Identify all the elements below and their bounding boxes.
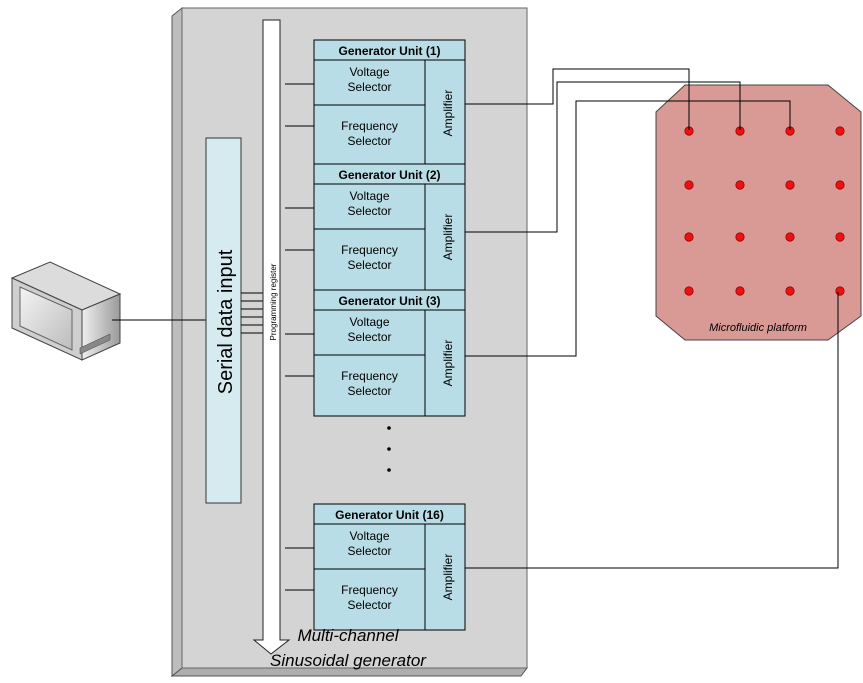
serial-data-input-block: Serial data input (205, 137, 242, 504)
amplifier-label: Amplifier (441, 90, 455, 137)
microfluidic-platform-label: Microfluidic platform (709, 322, 807, 334)
frequency-selector-label: Frequency (341, 243, 398, 257)
wire-unit-1 (465, 68, 690, 130)
frequency-selector-label: Frequency (341, 119, 398, 133)
serial-data-input-label: Serial data input (215, 249, 237, 394)
electrode-dot (835, 180, 845, 190)
electrode-dot (735, 180, 745, 190)
electrode-dot (684, 232, 694, 242)
voltage-selector-label: Voltage (349, 65, 389, 79)
voltage-selector-label: Voltage (349, 189, 389, 203)
frequency-selector-label: Selector (347, 258, 391, 272)
frequency-selector-label: Frequency (341, 369, 398, 383)
programming-register-label: Programming register (269, 263, 278, 340)
electrode-dot (735, 232, 745, 242)
voltage-selector-label: Voltage (349, 315, 389, 329)
ellipsis-dots (387, 426, 391, 472)
output-wiring (465, 68, 839, 569)
generator-unit: Generator Unit (2)VoltageSelectorFrequen… (285, 163, 466, 291)
electrode-dot (785, 180, 795, 190)
generator-unit-title: Generator Unit (1) (338, 44, 440, 58)
frequency-selector-label: Selector (347, 384, 391, 398)
voltage-selector-label: Voltage (349, 529, 389, 543)
generator-caption-line2: Sinusoidal generator (270, 651, 427, 670)
frequency-selector-label: Selector (347, 134, 391, 148)
programming-register: Programming register (252, 19, 291, 655)
voltage-selector-label: Selector (347, 204, 391, 218)
generator-unit: Generator Unit (3)VoltageSelectorFrequen… (285, 289, 466, 417)
generator-unit: Generator Unit (1)VoltageSelectorFrequen… (285, 39, 466, 167)
voltage-selector-label: Selector (347, 80, 391, 94)
generator-units: Generator Unit (1)VoltageSelectorFrequen… (285, 39, 466, 631)
generator-unit-title: Generator Unit (3) (338, 294, 440, 308)
serial-bus-lines (241, 292, 263, 334)
frequency-selector-label: Selector (347, 598, 391, 612)
electrode-dot (684, 180, 694, 190)
generator-unit-title: Generator Unit (16) (335, 508, 444, 522)
wire-unit-3 (465, 100, 791, 357)
amplifier-label: Amplifier (441, 214, 455, 261)
ellipsis-dot (387, 468, 391, 472)
frequency-selector-label: Frequency (341, 583, 398, 597)
generator-unit-title: Generator Unit (2) (338, 168, 440, 182)
ellipsis-dot (387, 426, 391, 430)
generator-caption-line1: Multi-channel (297, 626, 399, 645)
electrode-dot (835, 232, 845, 242)
electrode-dot (835, 286, 845, 296)
amplifier-label: Amplifier (441, 340, 455, 387)
electrode-dot (684, 286, 694, 296)
voltage-selector-label: Selector (347, 544, 391, 558)
electrode-dot (785, 232, 795, 242)
wire-unit-2 (465, 81, 741, 233)
electrode-grid (684, 126, 845, 296)
voltage-selector-label: Selector (347, 330, 391, 344)
microfluidic-platform: Microfluidic platform (655, 84, 862, 341)
electrode-dot (785, 286, 795, 296)
wire-unit-16 (465, 292, 839, 569)
amplifier-label: Amplifier (441, 554, 455, 601)
electrode-dot (735, 286, 745, 296)
electrode-dot (835, 126, 845, 136)
ellipsis-dot (387, 447, 391, 451)
generator-unit: Generator Unit (16)VoltageSelectorFreque… (285, 503, 466, 631)
computer-monitor-icon (10, 261, 122, 361)
